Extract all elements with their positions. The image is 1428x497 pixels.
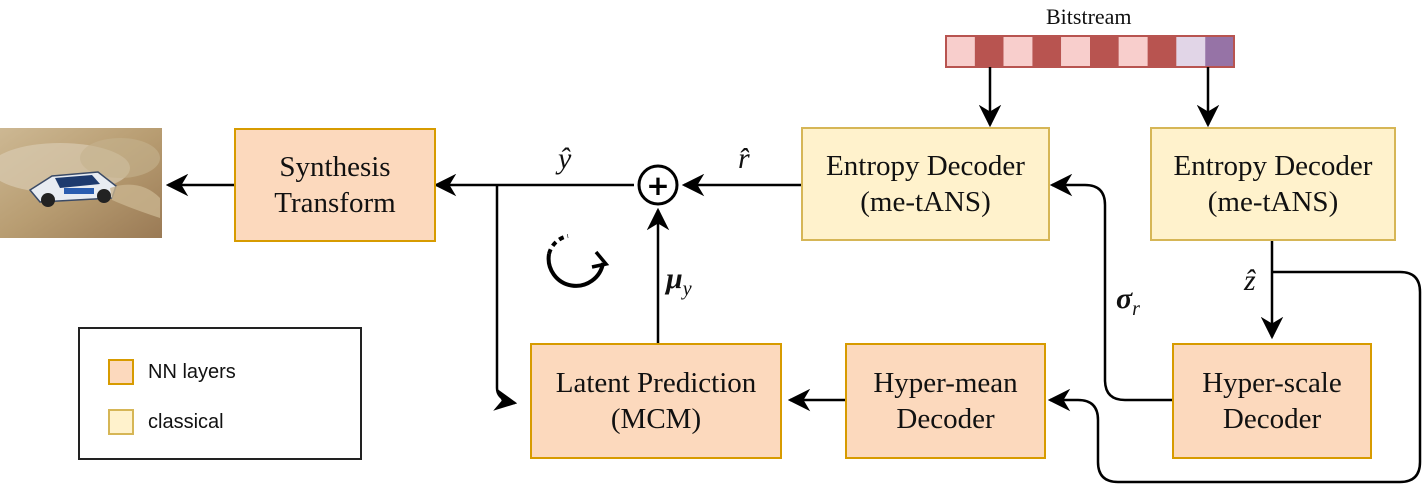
label-y-hat: ŷ <box>558 142 572 175</box>
label-mu: μ <box>666 262 683 295</box>
label-z-hat: ẑ <box>1244 264 1256 297</box>
entropy-decoder-right-block: Entropy Decoder (me-tANS) <box>1150 127 1396 241</box>
hyper-scale-line1: Hyper-scale <box>1202 367 1342 399</box>
legend-label-nn: NN layers <box>148 360 236 383</box>
legend-item-classical: classical <box>108 409 224 435</box>
arrow-yhat-to-latent-prediction <box>493 185 518 411</box>
bitstream-segment <box>946 36 975 67</box>
autoregressive-loop-dashed-icon <box>547 234 569 255</box>
sum-node-icon <box>637 164 679 206</box>
bitstream-segment <box>1090 36 1119 67</box>
legend-item-nn: NN layers <box>108 359 236 385</box>
bitstream-bar <box>946 36 1234 67</box>
legend: NN layers classical <box>78 327 362 460</box>
decoded-image <box>0 128 162 238</box>
bitstream-segment <box>1176 36 1206 67</box>
label-mu-sub: y <box>682 278 692 300</box>
hyper-mean-decoder-block: Hyper-mean Decoder <box>845 343 1046 459</box>
entropy-right-line1: Entropy Decoder <box>1173 150 1373 182</box>
bitstream-segment <box>1118 36 1148 67</box>
synthesis-transform-block: Synthesis Transform <box>234 128 436 242</box>
label-r-hat: r̂ <box>738 142 750 175</box>
arrow-zhat-to-hypermean <box>1047 270 1422 484</box>
bitstream-segment <box>1061 36 1090 67</box>
hyper-scale-decoder-block: Hyper-scale Decoder <box>1172 343 1372 459</box>
entropy-left-line2: (me-tANS) <box>860 186 991 218</box>
sum-symbol: + <box>646 169 669 202</box>
bitstream-segment <box>1003 36 1033 67</box>
bitstream-border <box>945 35 1235 68</box>
bitstream-segment <box>1032 36 1062 67</box>
autoregressive-arrowhead-icon <box>591 250 610 269</box>
synthesis-line2: Transform <box>274 187 396 219</box>
latent-prediction-block: Latent Prediction (MCM) <box>530 343 782 459</box>
synthesis-line1: Synthesis <box>279 151 391 183</box>
hyper-scale-line2: Decoder <box>1222 403 1322 435</box>
bitstream-segment <box>1147 36 1177 67</box>
bitstream-title: Bitstream <box>1046 4 1132 29</box>
bitstream-segment <box>974 36 1004 67</box>
latent-line1: Latent Prediction <box>555 367 757 399</box>
autoregressive-loop-icon <box>546 253 605 288</box>
bitstream-segment <box>1205 36 1234 67</box>
entropy-left-line1: Entropy Decoder <box>826 150 1025 182</box>
label-mu-y: μy <box>666 262 692 301</box>
label-sigma: σ <box>1116 282 1133 315</box>
legend-swatch-classical <box>108 409 134 435</box>
latent-line2: (MCM) <box>610 403 702 435</box>
hyper-mean-line1: Hyper-mean <box>873 367 1018 399</box>
legend-swatch-nn <box>108 359 134 385</box>
hyper-mean-line2: Decoder <box>896 403 995 435</box>
label-sigma-sub: r <box>1132 298 1140 320</box>
label-sigma-r: σr <box>1116 282 1140 321</box>
entropy-right-line2: (me-tANS) <box>1207 186 1339 218</box>
arrow-sigma-to-entropy-left <box>1049 173 1172 402</box>
entropy-decoder-left-block: Entropy Decoder (me-tANS) <box>801 127 1050 241</box>
legend-label-classical: classical <box>148 410 224 433</box>
